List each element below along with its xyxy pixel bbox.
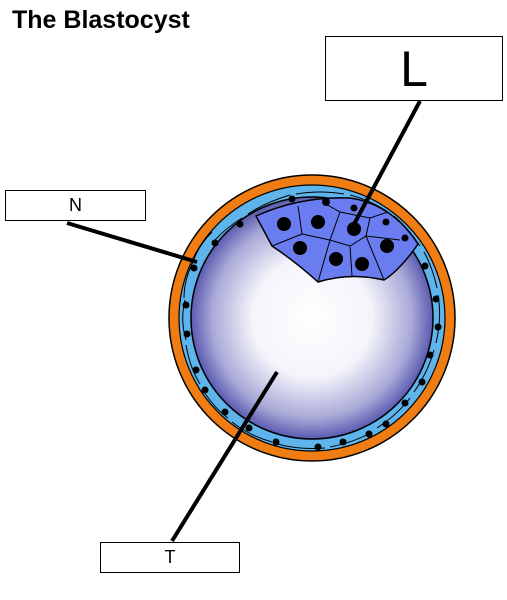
- inner-cell-mass: [254, 197, 419, 283]
- label-bottom-text: T: [164, 547, 176, 567]
- label-left-text: N: [69, 195, 82, 215]
- leader-line-left: [66, 221, 198, 264]
- diagram-title: The Blastocyst: [12, 6, 190, 34]
- nuclei: [182, 195, 442, 451]
- label-box-top[interactable]: L: [325, 36, 503, 101]
- leader-line-bottom: [170, 370, 279, 543]
- leader-line-top: [350, 100, 422, 229]
- label-top-text: L: [400, 40, 428, 97]
- label-box-bottom[interactable]: T: [100, 542, 240, 573]
- label-box-left[interactable]: N: [5, 190, 146, 221]
